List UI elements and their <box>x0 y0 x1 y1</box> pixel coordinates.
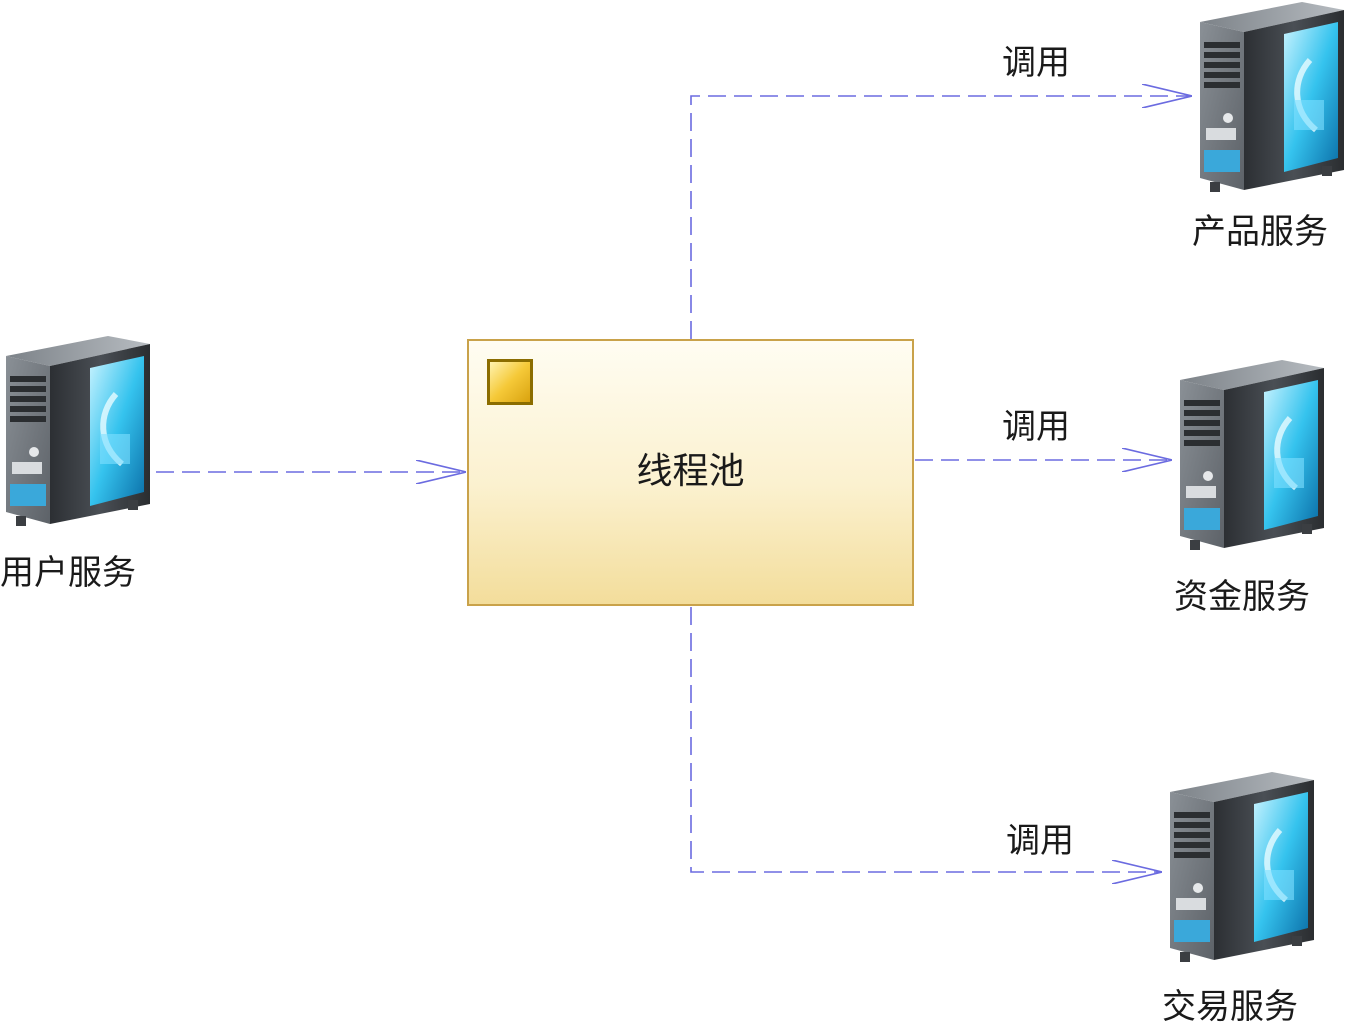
product-service-label: 产品服务 <box>1192 212 1328 252</box>
thread-pool-node[interactable]: 线程池 <box>467 339 914 606</box>
edge-label-call-trade: 调用 <box>1006 821 1074 861</box>
user-service-label: 用户服务 <box>0 553 136 593</box>
edge-pool-to-product <box>690 96 1192 339</box>
server-icon-trade <box>1170 772 1314 962</box>
server-icon-fund <box>1180 360 1324 550</box>
trade-service-label: 交易服务 <box>1162 987 1298 1027</box>
server-icon-user <box>6 336 150 526</box>
fund-service-label: 资金服务 <box>1174 577 1310 617</box>
thread-pool-title: 线程池 <box>636 451 745 492</box>
component-icon <box>487 359 533 405</box>
edge-label-call-fund: 调用 <box>1002 407 1070 447</box>
edge-label-call-product: 调用 <box>1002 43 1070 83</box>
server-icon-product <box>1200 2 1344 192</box>
edge-pool-to-trade <box>690 607 1162 872</box>
